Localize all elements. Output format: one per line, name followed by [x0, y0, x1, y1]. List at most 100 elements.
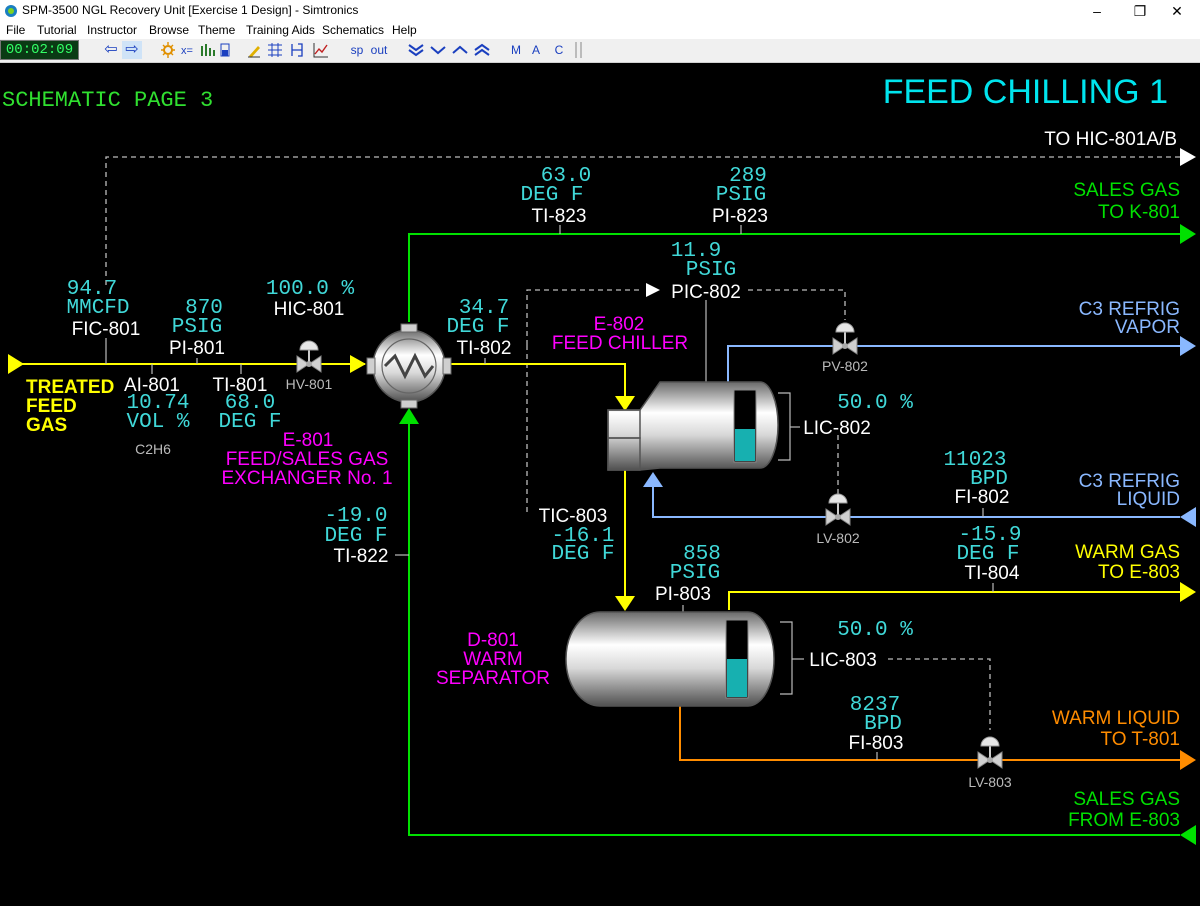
d801-inlet-arrow — [615, 596, 635, 611]
manual-mode-button[interactable]: M — [511, 43, 521, 57]
pi803-tag[interactable]: PI-803 — [655, 584, 711, 605]
treated-feed-label: TREATED FEED GAS — [26, 377, 114, 436]
toolbar: 00:02:09 ⇦ ⇨ x= sp out M A C — [0, 39, 1200, 63]
ti822-tag[interactable]: TI-822 — [334, 546, 389, 567]
down-icon[interactable] — [428, 41, 448, 59]
level-icon[interactable] — [218, 41, 232, 59]
to-hic-label: TO HIC-801A/B — [1044, 129, 1177, 150]
e801-inlet-arrow — [399, 408, 419, 424]
d801-level-fill — [727, 659, 747, 697]
cascade-mode-button[interactable]: C — [554, 43, 564, 57]
output-button[interactable]: out — [370, 43, 388, 57]
back-button[interactable]: ⇦ — [104, 41, 118, 58]
menu-schematics[interactable]: Schematics — [322, 23, 385, 37]
simulation-clock: 00:02:09 — [0, 40, 79, 60]
feed-arrow-hv801 — [350, 355, 366, 373]
hic801-tag[interactable]: HIC-801 — [274, 299, 345, 320]
pi801-unit: PSIG — [172, 316, 222, 339]
e802-chiller[interactable] — [607, 381, 779, 471]
menu-tutorial[interactable]: Tutorial — [37, 23, 77, 37]
stream-labels: TO HIC-801A/B SALES GAS TO K-801 C3 REFR… — [1044, 129, 1180, 831]
ti823-tag[interactable]: TI-823 — [532, 206, 587, 227]
app-icon — [5, 5, 17, 17]
network-icon[interactable] — [288, 41, 306, 59]
fi802-tag[interactable]: FI-802 — [955, 487, 1010, 508]
menu-training-aids[interactable]: Training Aids — [246, 23, 315, 37]
c3-vapor-arrow — [1180, 336, 1196, 356]
pi823-tag[interactable]: PI-823 — [712, 206, 768, 227]
valve-lv803[interactable] — [977, 736, 1003, 769]
c3-liquid-label-2: LIQUID — [1117, 489, 1180, 510]
restore-button[interactable]: ❐ — [1133, 3, 1147, 19]
valve-hv801[interactable] — [296, 340, 322, 373]
lic802-value: 50.0 % — [837, 392, 913, 415]
instrument-values: 94.7 MMCFD 870 PSIG 100.0 % 10.74 VOL % … — [66, 165, 1021, 736]
d801-label-3: SEPARATOR — [436, 668, 550, 689]
warm-liquid-label-2: TO T-801 — [1100, 729, 1180, 750]
lv802-label: LV-802 — [816, 530, 860, 546]
double-down-icon[interactable] — [406, 41, 426, 59]
trend-icon[interactable] — [312, 41, 330, 59]
valve-pv802[interactable] — [832, 322, 858, 355]
sales-gas-out-label-2: TO K-801 — [1098, 202, 1180, 223]
hic801-value: 100.0 % — [266, 278, 355, 301]
fic801-unit: MMCFD — [66, 297, 129, 320]
bar-graph-icon[interactable] — [200, 41, 216, 59]
valve-labels: HV-801 PV-802 LV-802 LV-803 — [286, 358, 1012, 790]
feed-inlet-arrow — [8, 354, 24, 374]
tic803-unit: DEG F — [551, 543, 614, 566]
svg-text:x=: x= — [181, 45, 193, 57]
ti801-tag[interactable]: TI-801 — [213, 375, 268, 396]
e801-label-3: EXCHANGER No. 1 — [221, 468, 392, 489]
ti802-tag[interactable]: TI-802 — [457, 338, 512, 359]
ti804-unit: DEG F — [956, 543, 1019, 566]
process-lines — [20, 233, 1180, 836]
c3-vapor-label-2: VAPOR — [1115, 317, 1180, 338]
e801-exchanger[interactable] — [366, 323, 452, 409]
c3-liquid-entry-arrow — [643, 472, 663, 487]
sales-gas-out-arrow — [1180, 224, 1196, 244]
schematic-canvas: SCHEMATIC PAGE 3 FEED CHILLING 1 — [2, 73, 1196, 845]
equipment-labels: E-801 FEED/SALES GAS EXCHANGER No. 1 E-8… — [221, 314, 688, 689]
pi801-tag[interactable]: PI-801 — [169, 338, 225, 359]
pic802-unit: PSIG — [686, 259, 736, 282]
forward-button[interactable]: ⇨ — [122, 41, 142, 59]
ai801-tag[interactable]: AI-801 — [124, 375, 180, 396]
menu-browse[interactable]: Browse — [149, 23, 190, 37]
variable-icon[interactable]: x= — [180, 41, 198, 59]
pen-icon[interactable] — [246, 41, 262, 59]
d801-separator[interactable] — [565, 611, 775, 707]
c3-liquid-label-1: C3 REFRIG — [1079, 471, 1180, 492]
schematic-page-label: SCHEMATIC PAGE 3 — [2, 88, 213, 113]
menu-theme[interactable]: Theme — [198, 23, 236, 37]
auto-mode-button[interactable]: A — [531, 43, 540, 57]
minimize-button[interactable]: – — [1093, 3, 1101, 19]
e802-inlet-arrow — [615, 396, 635, 411]
sun-icon[interactable] — [160, 41, 176, 59]
ti802-value: 34.7 — [459, 297, 509, 320]
up-icon[interactable] — [450, 41, 470, 59]
close-button[interactable]: ✕ — [1171, 3, 1183, 19]
lic803-tag[interactable]: LIC-803 — [809, 650, 877, 671]
ai801-unit: VOL % — [126, 411, 189, 434]
c3-liquid-inlet-arrow — [1180, 507, 1196, 527]
tic803-tag[interactable]: TIC-803 — [539, 506, 608, 527]
menu-instructor[interactable]: Instructor — [87, 23, 138, 37]
lic802-tag[interactable]: LIC-802 — [803, 418, 871, 439]
pic802-arrow — [646, 283, 660, 297]
pic802-tag[interactable]: PIC-802 — [671, 282, 741, 303]
double-up-icon[interactable] — [472, 41, 492, 59]
fic801-tag[interactable]: FIC-801 — [72, 319, 141, 340]
ti823-value: 63.0 — [541, 165, 591, 188]
setpoint-button[interactable]: sp — [350, 43, 364, 57]
menu-file[interactable]: File — [6, 23, 26, 37]
ti804-tag[interactable]: TI-804 — [965, 563, 1020, 584]
fi803-tag[interactable]: FI-803 — [849, 733, 904, 754]
sales-gas-inlet-arrow — [1180, 825, 1196, 845]
grid-icon[interactable] — [266, 41, 284, 59]
valve-lv802[interactable] — [825, 493, 851, 526]
menu-help[interactable]: Help — [392, 23, 417, 37]
pi823-unit: PSIG — [716, 184, 766, 207]
signal-lines — [105, 156, 1180, 730]
pv802-label: PV-802 — [822, 358, 868, 374]
